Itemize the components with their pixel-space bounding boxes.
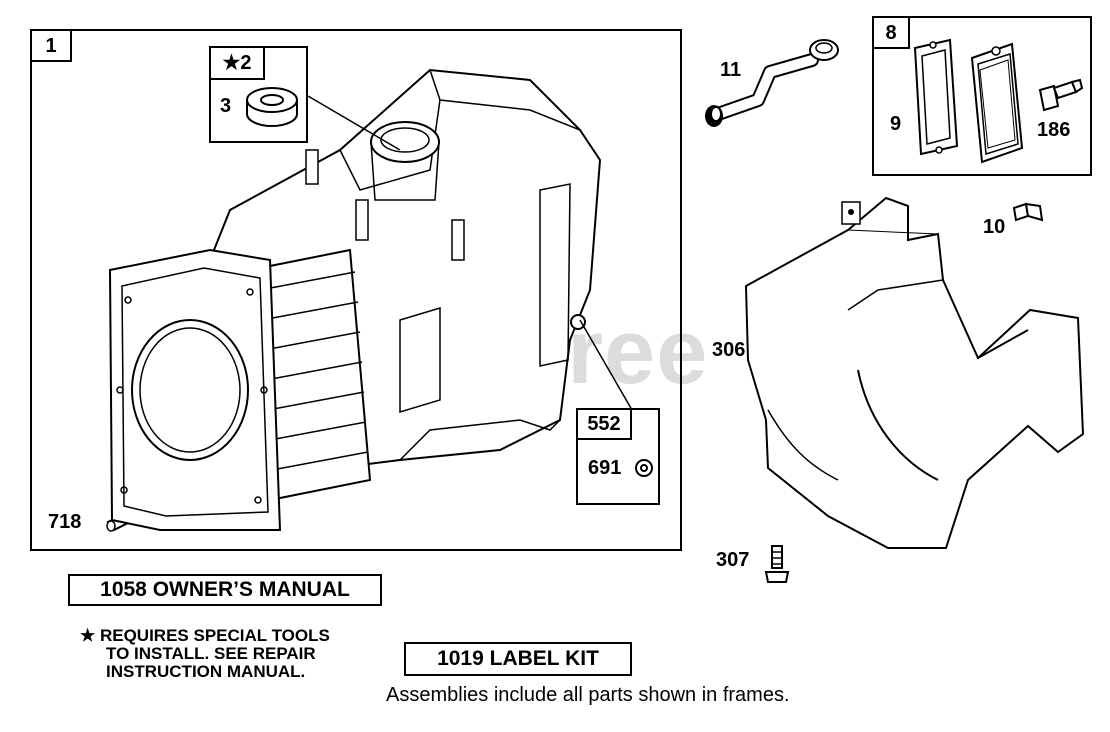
gasket-kit-frame xyxy=(872,16,1092,176)
gasket-kit-ref[interactable]: 8 xyxy=(872,16,910,49)
elbow-fitting-drawing xyxy=(1038,78,1084,112)
oil-seal-drawing xyxy=(635,459,653,477)
oil-seal-leader-line xyxy=(579,319,633,411)
special-tools-note-line1: ★ REQUIRES SPECIAL TOOLS xyxy=(80,626,330,645)
oil-seal-ref[interactable]: 552 xyxy=(576,408,632,440)
seal-part-label[interactable]: 3 xyxy=(220,95,232,117)
gasket-drawing xyxy=(913,38,959,156)
breather-tube-label[interactable]: 11 xyxy=(720,59,742,81)
oil-seal-part-label[interactable]: 691 xyxy=(588,457,622,479)
air-guide-label[interactable]: 306 xyxy=(712,339,746,361)
engine-block-drawing xyxy=(108,68,602,531)
label-kit-box[interactable]: 1019 LABEL KIT xyxy=(404,642,632,676)
breather-tube-drawing xyxy=(705,39,839,127)
assemblies-footer: Assemblies include all parts shown in fr… xyxy=(386,684,790,706)
screw-label[interactable]: 10 xyxy=(983,216,1006,238)
seal-ring-drawing xyxy=(246,87,298,127)
seal-kit-ref[interactable]: ★2 xyxy=(209,46,265,80)
owners-manual-box[interactable]: 1058 OWNER’S MANUAL xyxy=(68,574,382,606)
bolt-label[interactable]: 307 xyxy=(716,549,750,571)
bolt-drawing xyxy=(764,545,790,583)
seal-leader-line xyxy=(307,95,401,151)
air-guide-drawing xyxy=(744,196,1085,549)
breather-cover-drawing xyxy=(970,42,1024,164)
dowel-pin-label[interactable]: 718 xyxy=(48,511,82,533)
special-tools-note-line2: TO INSTALL. SEE REPAIR xyxy=(106,644,316,663)
screw-drawing xyxy=(1012,202,1044,222)
gasket-part-label[interactable]: 9 xyxy=(890,113,902,135)
engine-block-frame xyxy=(30,29,682,551)
special-tools-note-line3: INSTRUCTION MANUAL. xyxy=(106,662,306,681)
engine-block-ref[interactable]: 1 xyxy=(30,29,72,62)
fitting-part-label[interactable]: 186 xyxy=(1037,119,1071,141)
